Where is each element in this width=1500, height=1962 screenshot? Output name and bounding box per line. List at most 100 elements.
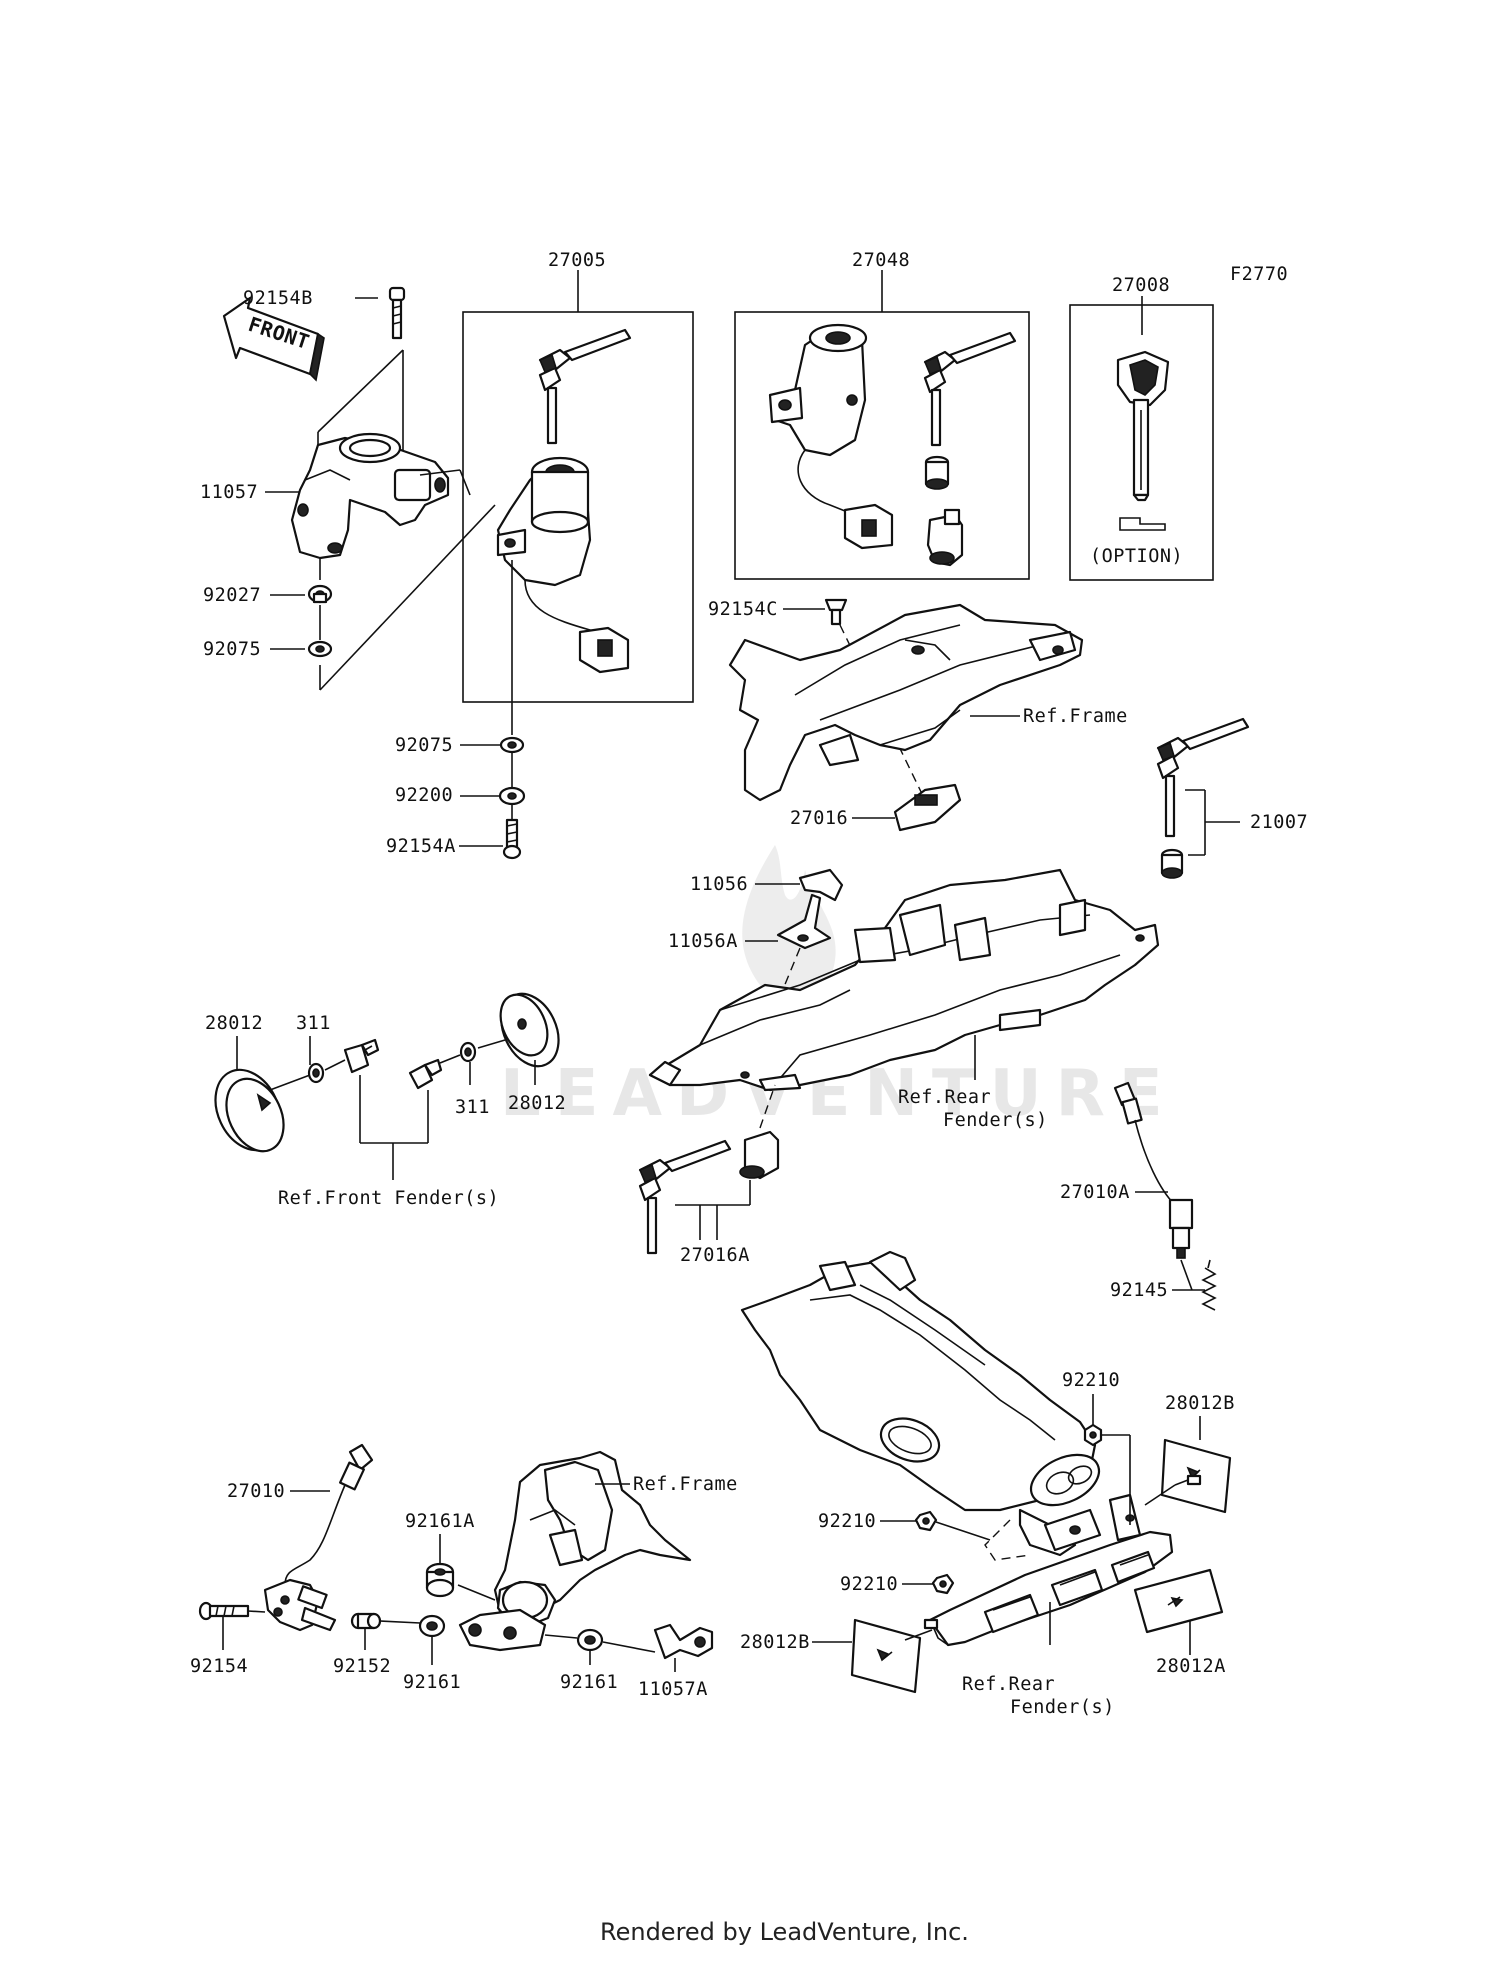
washer-92200 xyxy=(498,786,526,806)
washer-92027 xyxy=(307,584,333,604)
diagram-code: F2770 xyxy=(1230,264,1288,285)
label-92210-b[interactable]: 92210 xyxy=(818,1511,876,1532)
ignition-switch-27048 xyxy=(768,323,894,550)
key-pair-21007 xyxy=(1156,717,1250,838)
label-28012B-top[interactable]: 28012B xyxy=(1165,1393,1235,1414)
spring-92145 xyxy=(1201,1259,1217,1311)
lock-cylinder-27048-large xyxy=(926,508,964,567)
option-note: (OPTION) xyxy=(1090,546,1183,567)
screw-92154C xyxy=(824,598,848,626)
label-92210-c[interactable]: 92210 xyxy=(840,1574,898,1595)
label-28012-a[interactable]: 28012 xyxy=(205,1013,263,1034)
blank-key-27008 xyxy=(1116,350,1170,502)
label-92027[interactable]: 92027 xyxy=(203,585,261,606)
rear-fender-mid xyxy=(648,868,1160,1092)
ref-frame-bottom: Ref.Frame xyxy=(633,1474,738,1495)
collar-92152 xyxy=(350,1612,382,1630)
reflector-28012-left xyxy=(214,1068,285,1153)
frame-section-bottom xyxy=(457,1450,692,1652)
footer-credit: Rendered by LeadVenture, Inc. xyxy=(600,1918,969,1946)
frame-section-top xyxy=(728,603,1084,802)
label-92154[interactable]: 92154 xyxy=(190,1656,248,1677)
lock-cylinder-27048-small xyxy=(924,455,950,490)
switch-27010 xyxy=(263,1443,374,1632)
bolt-92154A xyxy=(502,818,522,860)
label-311-a[interactable]: 311 xyxy=(296,1013,331,1034)
reflector-28012A xyxy=(1133,1568,1224,1634)
label-27005: 27005 xyxy=(548,250,606,271)
kit-box-27008 xyxy=(1069,304,1214,581)
label-92161-b[interactable]: 92161 xyxy=(560,1672,618,1693)
ignition-switch-27005 xyxy=(496,456,630,674)
label-27010[interactable]: 27010 xyxy=(227,1481,285,1502)
label-27008: 27008 xyxy=(1112,275,1170,296)
label-21007[interactable]: 21007 xyxy=(1250,812,1308,833)
ref-rear-fender-mid-1: Ref.Rear xyxy=(898,1087,991,1108)
screw-reflector-bottom xyxy=(923,1618,939,1630)
striker-27016 xyxy=(893,783,962,832)
label-92161-a[interactable]: 92161 xyxy=(403,1672,461,1693)
kit-box-27005 xyxy=(462,311,694,703)
label-311-b[interactable]: 311 xyxy=(455,1097,490,1118)
bracket-11057A xyxy=(653,1623,714,1660)
front-arrow-icon: FRONT xyxy=(222,296,325,382)
label-92075-b[interactable]: 92075 xyxy=(395,735,453,756)
label-11056[interactable]: 11056 xyxy=(690,874,748,895)
key-cut-pattern-icon xyxy=(1119,517,1166,531)
grommet-92161-a xyxy=(418,1614,446,1638)
ref-front-fender: Ref.Front Fender(s) xyxy=(278,1188,499,1209)
label-27016A[interactable]: 27016A xyxy=(680,1245,750,1266)
stud-right xyxy=(408,1058,443,1090)
grommet-92161A xyxy=(425,1562,455,1598)
label-11057A[interactable]: 11057A xyxy=(638,1679,708,1700)
label-92154C[interactable]: 92154C xyxy=(708,599,778,620)
nut-92161-b xyxy=(576,1628,604,1652)
label-92200[interactable]: 92200 xyxy=(395,785,453,806)
label-92145[interactable]: 92145 xyxy=(1110,1280,1168,1301)
rear-fender-bottom xyxy=(740,1250,1101,1561)
kit-box-27048 xyxy=(734,311,1030,580)
label-92152[interactable]: 92152 xyxy=(333,1656,391,1677)
label-92154B[interactable]: 92154B xyxy=(243,288,313,309)
label-92154A[interactable]: 92154A xyxy=(386,836,456,857)
lock-cylinder-27016A xyxy=(739,1130,780,1180)
bolt-92154 xyxy=(198,1601,250,1621)
nut-92210-c xyxy=(931,1573,955,1595)
bracket-11056A xyxy=(776,893,832,950)
stud-left xyxy=(343,1038,380,1074)
ref-rear-fender-bottom-1: Ref.Rear xyxy=(962,1674,1055,1695)
label-11057[interactable]: 11057 xyxy=(200,482,258,503)
reflector-28012-right xyxy=(499,992,560,1068)
label-92161A[interactable]: 92161A xyxy=(405,1511,475,1532)
label-27048: 27048 xyxy=(852,250,910,271)
label-27010A[interactable]: 27010A xyxy=(1060,1182,1130,1203)
label-28012-b[interactable]: 28012 xyxy=(508,1093,566,1114)
label-11056A[interactable]: 11056A xyxy=(668,931,738,952)
sensor-27010A xyxy=(1113,1081,1194,1259)
label-92210-a[interactable]: 92210 xyxy=(1062,1370,1120,1391)
washer-92075-b xyxy=(499,736,525,754)
key-pair-27048 xyxy=(923,331,1017,447)
nut-311-a xyxy=(307,1062,325,1084)
label-27016[interactable]: 27016 xyxy=(790,808,848,829)
license-bracket xyxy=(928,1493,1174,1647)
label-28012B-bottom[interactable]: 28012B xyxy=(740,1632,810,1653)
washer-92075-a xyxy=(307,640,333,658)
bracket-11057 xyxy=(290,432,450,560)
lock-cylinder-21007 xyxy=(1160,848,1184,879)
ref-frame-top: Ref.Frame xyxy=(1023,706,1128,727)
key-pair-27005 xyxy=(538,328,632,445)
clip-11056 xyxy=(798,868,844,902)
bolt-92154B xyxy=(388,286,406,340)
nut-311-b xyxy=(459,1041,477,1063)
reflector-28012B-bottom xyxy=(850,1618,922,1694)
nut-92210-b xyxy=(914,1510,938,1532)
nut-92210-a xyxy=(1083,1423,1103,1447)
ref-rear-fender-mid-2: Fender(s) xyxy=(943,1110,1048,1131)
screw-reflector-top xyxy=(1174,1474,1202,1486)
label-28012A[interactable]: 28012A xyxy=(1156,1656,1226,1677)
label-92075-a[interactable]: 92075 xyxy=(203,639,261,660)
ref-rear-fender-bottom-2: Fender(s) xyxy=(1010,1697,1115,1718)
key-pair-27016A xyxy=(638,1139,732,1255)
